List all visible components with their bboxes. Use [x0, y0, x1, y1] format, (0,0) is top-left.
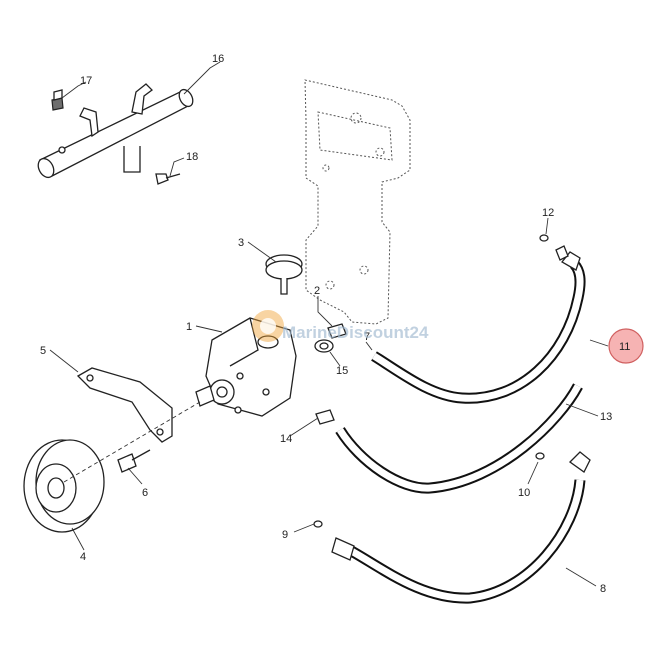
highlight-circle-11: [608, 328, 644, 364]
fitting-17: [51, 89, 64, 111]
reservoir-cap: [265, 254, 303, 295]
callout-8: 8: [600, 583, 606, 595]
callout-labels: 1 2 3 4 5 6 7 8 9 10 11 12 13 14 15 16 1…: [40, 53, 630, 595]
pulley: [23, 401, 201, 533]
pump-bracket: [76, 367, 173, 443]
pressure-hose-11: [371, 245, 586, 404]
callout-3: 3: [238, 237, 244, 249]
bolt-6: [117, 449, 151, 473]
callout-2: 2: [314, 285, 320, 297]
callout-4: 4: [80, 551, 86, 563]
callout-10: 10: [518, 487, 530, 499]
callout-6: 6: [142, 487, 148, 499]
callout-9: 9: [282, 529, 288, 541]
callout-13: 13: [600, 411, 612, 423]
mounting-bracket: [304, 79, 411, 325]
callout-12: 12: [542, 207, 554, 219]
fitting-2: [327, 323, 347, 339]
callout-15: 15: [336, 365, 348, 377]
callout-14: 14: [280, 433, 292, 445]
callout-1: 1: [186, 321, 192, 333]
callout-17: 17: [80, 75, 92, 87]
callout-18: 18: [186, 151, 198, 163]
gear-icon: [252, 310, 284, 342]
cooler-tube-assembly: [37, 83, 194, 179]
callout-16: 16: [212, 53, 224, 65]
fitting-14: [315, 409, 335, 425]
o-ring-10: [535, 452, 545, 460]
hose-8: [331, 451, 591, 604]
o-ring-12: [539, 234, 549, 242]
watermark-text: MarineDiscount24: [282, 323, 429, 342]
callout-5: 5: [40, 345, 46, 357]
o-ring-9: [313, 520, 323, 528]
seal-15: [314, 339, 334, 353]
watermark-logo: [252, 310, 284, 342]
return-hose-13: [335, 383, 583, 494]
bolt-18: [155, 173, 181, 185]
callout-11: 11: [619, 341, 630, 353]
leader-lines: [49, 61, 609, 587]
callout-7: 7: [364, 331, 370, 343]
